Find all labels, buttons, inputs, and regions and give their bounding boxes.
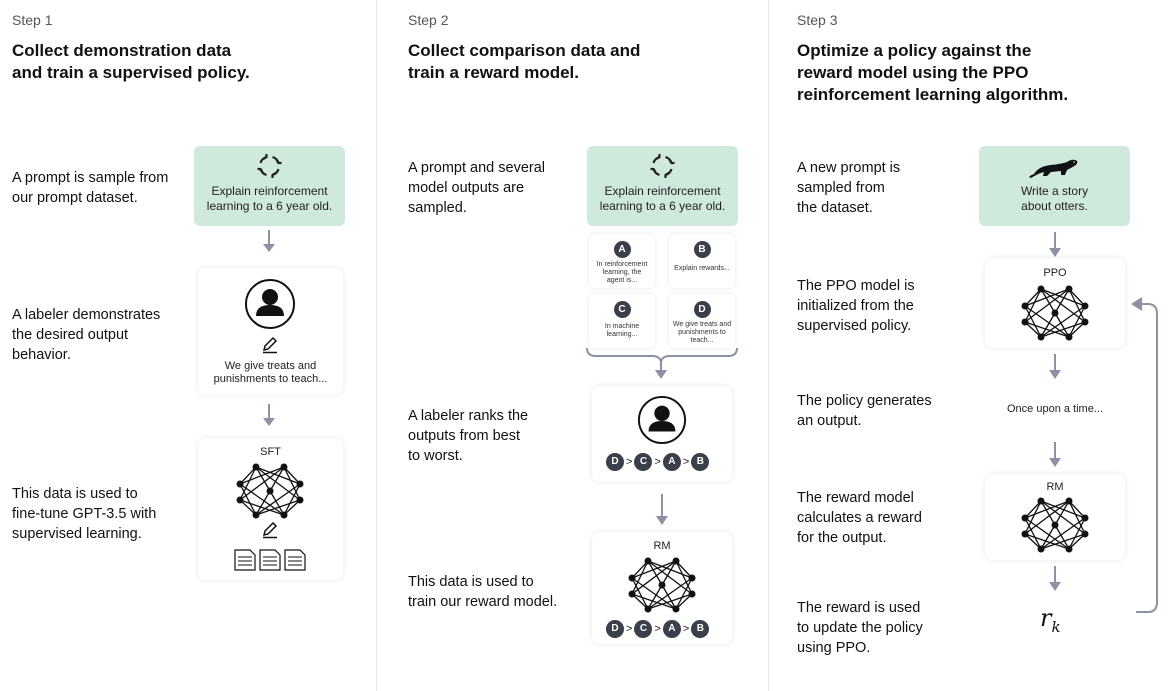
neural-network-icon — [628, 557, 696, 613]
prompt-box: Explain reinforcement learning to a 6 ye… — [194, 146, 345, 226]
output-text: In machine learning... — [604, 323, 640, 338]
down-arrow — [1049, 566, 1061, 591]
step-title: Collect demonstration data and train a s… — [12, 41, 250, 82]
down-arrow — [263, 404, 275, 426]
brace-arrow — [586, 347, 738, 379]
output-badge: D — [693, 301, 711, 318]
person-icon — [637, 395, 687, 445]
column-divider — [768, 0, 769, 691]
sft-card: SFT — [198, 438, 343, 580]
rm-card: RM D> C> A> B — [592, 532, 732, 644]
description: The reward is used to update the policy … — [797, 600, 923, 656]
neural-network-icon — [236, 463, 304, 519]
description: This data is used to train our reward mo… — [408, 574, 558, 610]
down-arrow — [1049, 354, 1061, 379]
description: The policy generates an output. — [797, 393, 932, 429]
labeler-card: We give treats and punishments to teach.… — [198, 268, 343, 395]
description: A prompt and several model outputs are s… — [408, 160, 546, 216]
output-badge: C — [613, 301, 631, 318]
step-label: Step 2 — [408, 12, 449, 28]
output-badge: B — [693, 241, 711, 258]
reward-symbol: rk — [1040, 604, 1061, 636]
recycle-arrows-icon — [257, 154, 282, 178]
prompt-box: Explain reinforcement learning to a 6 ye… — [587, 146, 738, 226]
down-arrow — [263, 230, 275, 252]
ppo-card: PPO — [985, 258, 1125, 348]
pencil-icon — [262, 336, 278, 354]
pencil-icon — [262, 521, 278, 539]
output-text: Explain rewards... — [674, 265, 730, 272]
step-title: Optimize a policy against the reward mod… — [797, 41, 1069, 104]
description: A prompt is sample from our prompt datas… — [12, 170, 169, 206]
ranking-row: D> C> A> B — [606, 620, 710, 638]
demo-text: We give treats and punishments to teach.… — [213, 360, 328, 385]
neural-network-icon — [1021, 285, 1089, 341]
person-icon — [245, 279, 295, 329]
output-text: In reinforcement learning, the agent is.… — [596, 261, 648, 284]
model-label: RM — [1046, 481, 1064, 493]
output-card-d: D We give treats and punishments to teac… — [669, 294, 735, 348]
output-card-a: A In reinforcement learning, the agent i… — [589, 234, 655, 288]
description: A labeler ranks the outputs from best to… — [408, 408, 529, 464]
prompt-box: Write a story about otters. — [979, 146, 1130, 226]
description: A labeler demonstrates the desired outpu… — [12, 307, 161, 363]
column-divider — [376, 0, 377, 691]
down-arrow — [1049, 442, 1061, 467]
model-label: RM — [653, 540, 671, 552]
model-label: PPO — [1043, 267, 1067, 279]
neural-network-icon — [1021, 497, 1089, 553]
step-label: Step 1 — [12, 12, 53, 28]
rm-card: RM — [985, 474, 1125, 560]
ranking-row: D> C> A> B — [606, 453, 710, 471]
description: This data is used to fine-tune GPT-3.5 w… — [12, 486, 157, 542]
feedback-loop-arrow — [1131, 297, 1158, 613]
output-card-c: C In machine learning... — [589, 294, 655, 348]
document-icon — [234, 549, 306, 571]
model-label: SFT — [260, 446, 281, 458]
description: The reward model calculates a reward for… — [797, 490, 922, 546]
output-badge: A — [613, 241, 631, 258]
step-title: Collect comparison data and train a rewa… — [408, 41, 641, 82]
output-text: Once upon a time... — [1007, 403, 1103, 415]
down-arrow — [1049, 232, 1061, 257]
ranking-card: D> C> A> B — [592, 386, 732, 482]
description: The PPO model is initialized from the su… — [797, 278, 915, 334]
down-arrow — [656, 494, 668, 525]
output-text: We give treats and punishments to teach.… — [672, 321, 732, 344]
recycle-arrows-icon — [650, 154, 675, 178]
description: A new prompt is sampled from the dataset… — [797, 160, 901, 216]
step-label: Step 3 — [797, 12, 838, 28]
otter-icon — [1029, 159, 1078, 178]
output-card-b: B Explain rewards... — [669, 234, 735, 288]
